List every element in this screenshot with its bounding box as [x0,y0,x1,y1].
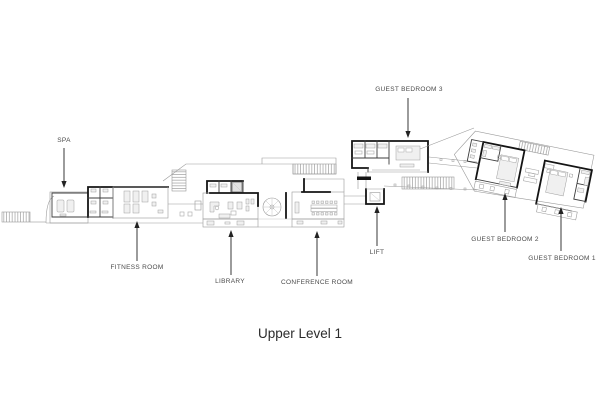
spiral-staircase [262,197,282,217]
fitness-room-arrow [134,221,140,261]
label-spa: SPA [57,137,71,144]
label-guest-bedroom-1: GUEST BEDROOM 1 [528,255,596,262]
middle-wing [162,157,345,228]
guest-bedroom-1-room [535,159,594,221]
annotation-arrows [61,98,564,276]
label-guest-bedroom-3: GUEST BEDROOM 3 [375,86,443,93]
terrace-stairs [401,176,455,190]
deck-steps-mid [292,163,337,175]
conference-room [291,178,345,228]
label-lift: LIFT [369,249,385,256]
fitness-room [112,186,169,219]
deck-steps-east [518,140,551,156]
label-library: LIBRARY [215,278,245,285]
label-guest-bedroom-2: GUEST BEDROOM 2 [471,236,539,243]
label-conference-room: CONFERENCE ROOM [280,279,354,286]
lift-arrow [374,206,380,246]
library-arrow [228,230,234,275]
guest-bedroom-2-arrow [502,193,508,232]
guest-bedroom-3-room [351,140,429,173]
guest-bedroom-1-arrow [558,207,564,251]
guest-bedroom-2-room [466,139,526,198]
staircase-west [171,169,187,192]
guest-bedroom-3-arrow [405,98,411,138]
lift-room [365,188,385,205]
page-title: Upper Level 1 [257,326,343,341]
east-wing [453,130,595,221]
library-room [194,192,259,228]
corridor-west [168,203,203,217]
east-terrace-lounge [523,163,555,184]
deck-steps-west [1,211,31,223]
label-fitness-room: FITNESS ROOM [110,264,164,271]
toilet-block [206,180,244,194]
left-wing [1,169,203,224]
spa-room [49,191,89,224]
conference-room-arrow [314,231,320,276]
spa-arrow [61,148,67,188]
lift-area [344,169,478,205]
